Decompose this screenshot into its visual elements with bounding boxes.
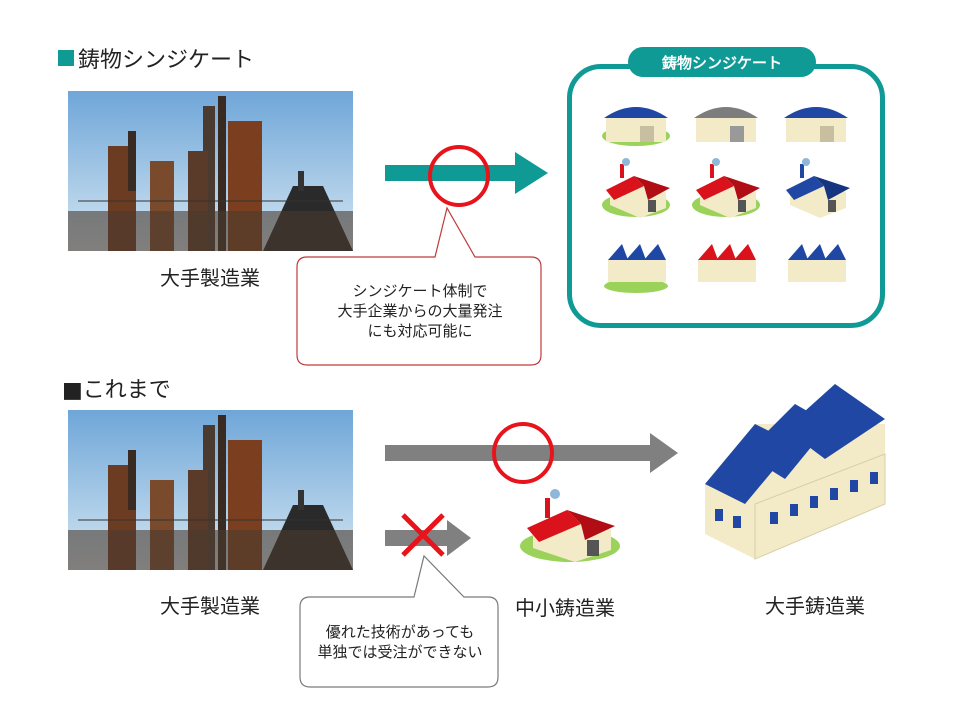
callout-bubble-bottom xyxy=(299,554,499,688)
factory-icon-6 xyxy=(786,158,850,218)
factory-icon-2 xyxy=(694,107,758,142)
steel-plant-photo-bottom xyxy=(68,410,353,570)
syndicate-tag: 鋳物シンジケート xyxy=(628,47,816,77)
callout-top-line2: 大手企業からの大量発注 xyxy=(337,302,503,320)
callout-top-line1: シンジケート体制で xyxy=(352,282,488,300)
factory-icon-7 xyxy=(604,244,668,293)
callout-bubble-top xyxy=(296,206,542,366)
steel-plant-photo-top xyxy=(68,91,353,251)
gray-arrow-long xyxy=(385,433,678,473)
factory-icon-5 xyxy=(692,158,760,218)
section-heading-text: 鋳物シンジケート xyxy=(78,48,255,73)
factory-icon-3 xyxy=(784,107,848,142)
callout-bottom-line1: 優れた技術があっても xyxy=(325,623,475,641)
callout-text-bottom: 優れた技術があっても 単独では受注ができない xyxy=(302,600,498,684)
section-heading-until-now: ■これまで xyxy=(62,378,171,403)
photo-caption-bottom: 大手製造業 xyxy=(160,594,260,618)
small-foundry-icon xyxy=(520,489,620,562)
small-foundry-label: 中小鋳造業 xyxy=(515,596,615,620)
teal-arrow xyxy=(385,152,548,194)
factory-grid xyxy=(602,107,850,293)
ok-circle-icon-bottom xyxy=(492,422,554,484)
factory-icon-1 xyxy=(602,107,670,146)
ok-circle-icon xyxy=(428,145,490,207)
heading-square-icon xyxy=(58,50,74,66)
factory-icon-9 xyxy=(788,244,846,282)
large-foundry-label: 大手鋳造業 xyxy=(765,594,865,618)
callout-text-top: シンジケート体制で 大手企業からの大量発注 にも対応可能に xyxy=(300,262,540,360)
callout-top-line3: にも対応可能に xyxy=(367,322,473,340)
photo-caption-top: 大手製造業 xyxy=(160,266,260,290)
factory-icon-8 xyxy=(698,244,756,282)
factory-icon-4 xyxy=(602,158,670,218)
large-foundry-icon xyxy=(705,384,886,560)
section-heading-syndicate: 鋳物シンジケート xyxy=(58,42,254,74)
ng-cross-icon xyxy=(401,513,445,557)
callout-bottom-line2: 単独では受注ができない xyxy=(317,643,483,661)
